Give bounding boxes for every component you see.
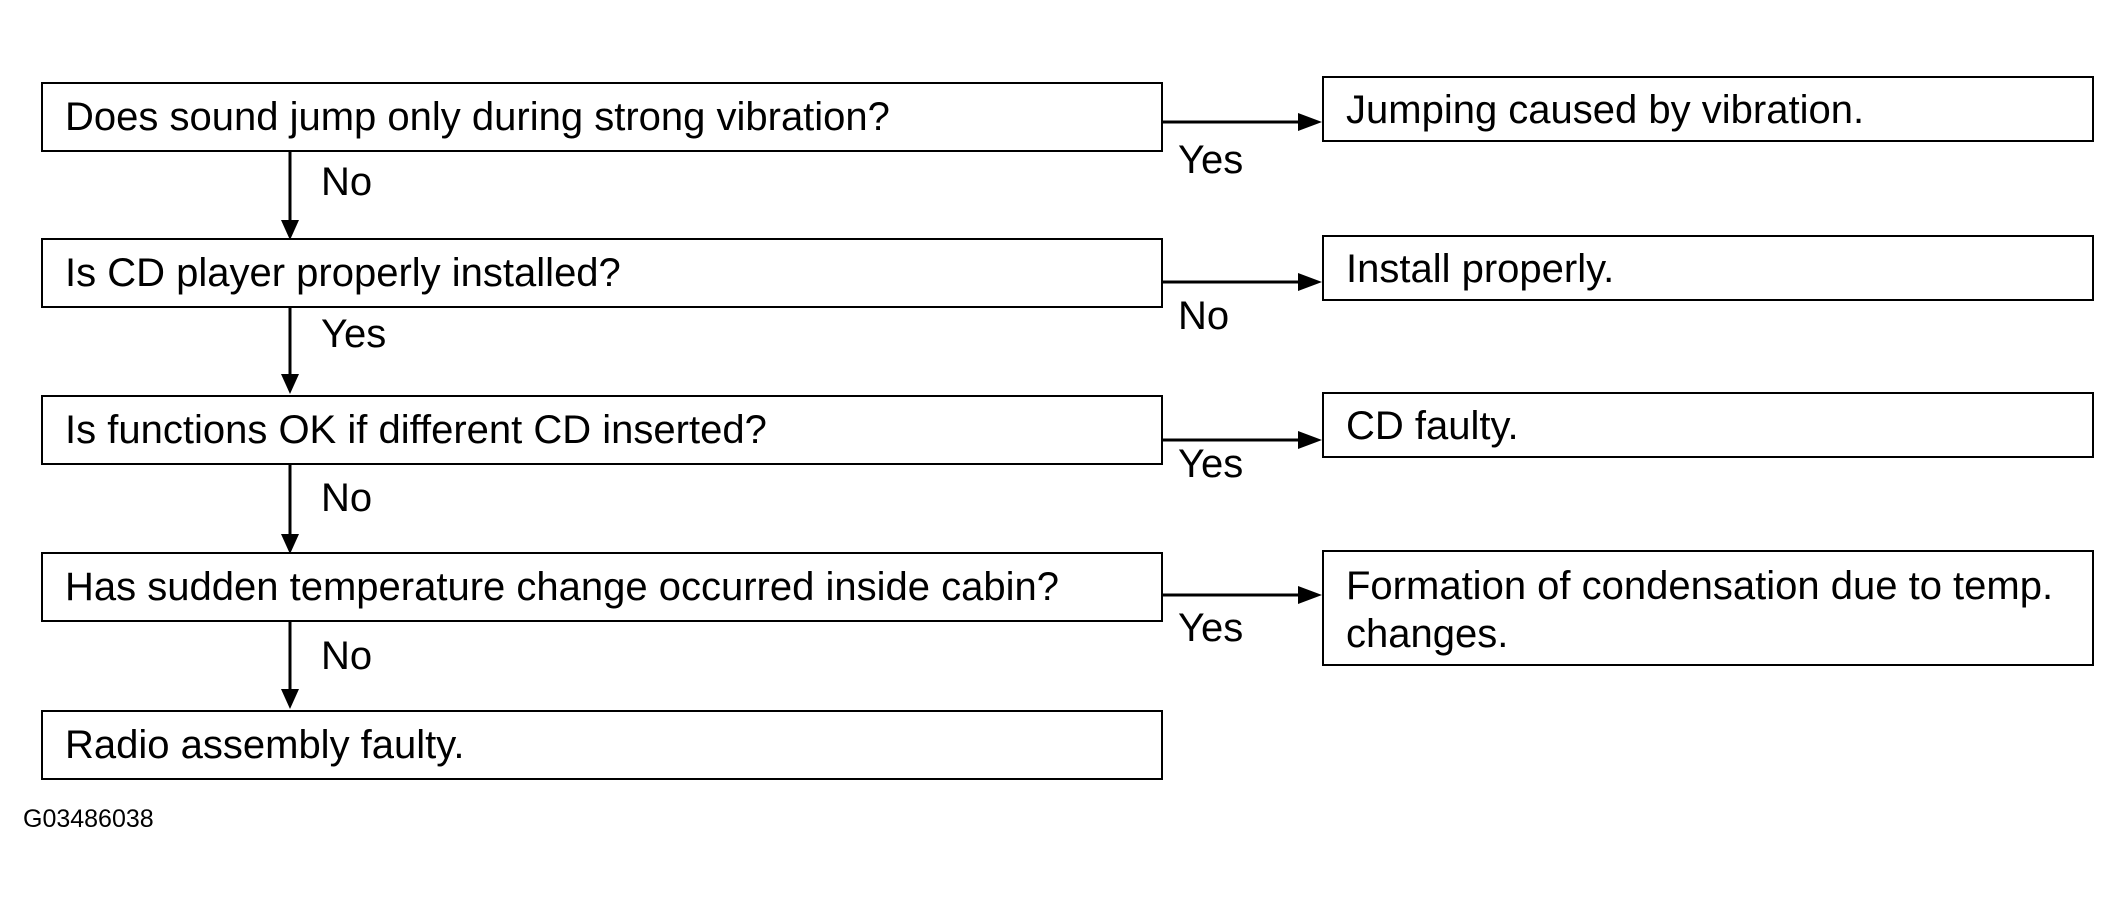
result-text-4: Formation of condensation due to temp. c… — [1346, 564, 2054, 656]
result-text-1: Jumping caused by vibration. — [1346, 88, 1865, 132]
branch-right-label-3: Yes — [1178, 442, 1244, 486]
result-box-1: Jumping caused by vibration. — [1322, 76, 2094, 142]
branch-right-label-4: Yes — [1178, 606, 1244, 650]
question-box-1: Does sound jump only during strong vibra… — [41, 82, 1163, 152]
question-text-4: Has sudden temperature change occurred i… — [65, 565, 1059, 609]
branch-right-label-2: No — [1178, 294, 1230, 338]
final-result-text: Radio assembly faulty. — [65, 723, 465, 767]
branch-down-label-3: No — [321, 476, 373, 520]
question-text-1: Does sound jump only during strong vibra… — [65, 95, 890, 139]
result-box-4: Formation of condensation due to temp. c… — [1322, 550, 2094, 666]
question-text-2: Is CD player properly installed? — [65, 251, 621, 295]
final-result-box: Radio assembly faulty. — [41, 710, 1163, 780]
result-text-3: CD faulty. — [1346, 404, 1519, 448]
branch-down-label-1: No — [321, 160, 373, 204]
branch-right-label-1: Yes — [1178, 138, 1244, 182]
result-box-3: CD faulty. — [1322, 392, 2094, 458]
result-text-2: Install properly. — [1346, 247, 1615, 291]
question-box-4: Has sudden temperature change occurred i… — [41, 552, 1163, 622]
figure-id: G03486038 — [23, 805, 154, 833]
branch-down-label-2: Yes — [321, 312, 387, 356]
result-box-2: Install properly. — [1322, 235, 2094, 301]
question-box-3: Is functions OK if different CD inserted… — [41, 395, 1163, 465]
branch-down-label-4: No — [321, 634, 373, 678]
question-box-2: Is CD player properly installed? — [41, 238, 1163, 308]
question-text-3: Is functions OK if different CD inserted… — [65, 408, 767, 452]
